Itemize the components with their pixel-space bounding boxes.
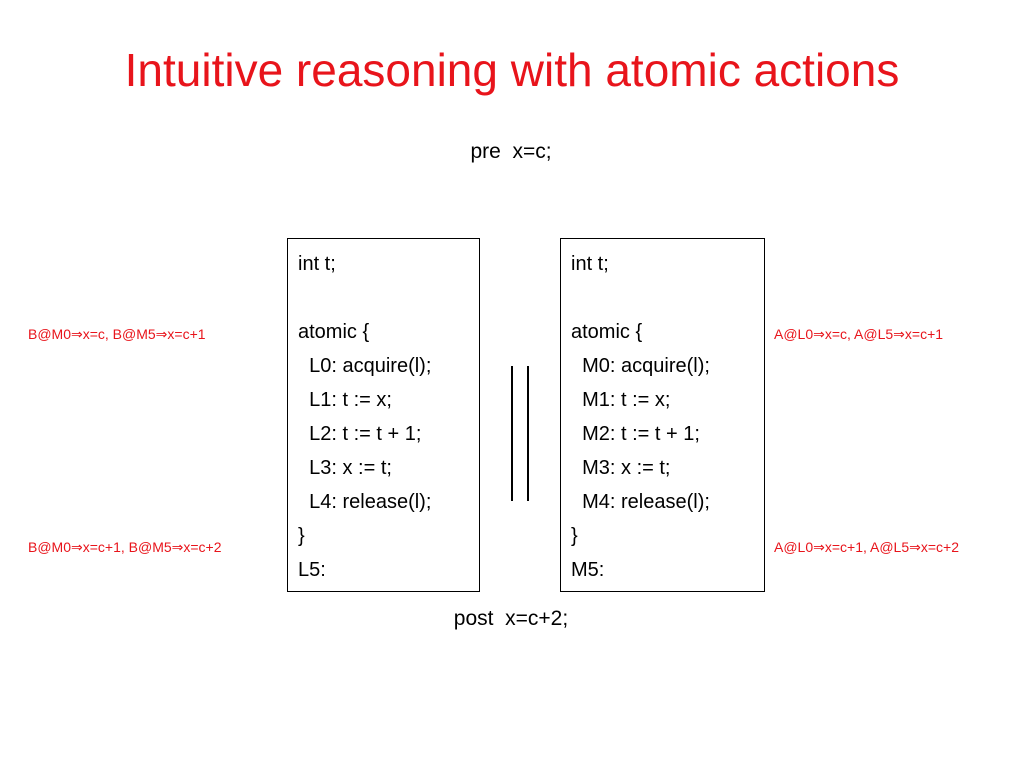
code-line: M0: acquire(l);	[571, 355, 710, 377]
code-line: M5:	[571, 559, 605, 581]
annotation-right-top: A@L0⇒x=c, A@L5⇒x=c+1	[774, 326, 944, 342]
code-line: L2: t := t + 1;	[298, 423, 422, 445]
code-line	[571, 281, 764, 315]
code-line: }	[571, 525, 578, 547]
code-line: L0: acquire(l);	[298, 355, 432, 377]
annotation-left-top: B@M0⇒x=c, B@M5⇒x=c+1	[28, 326, 206, 342]
code-line: L5:	[298, 559, 326, 581]
code-line: atomic {	[571, 321, 643, 343]
code-line: M4: release(l);	[571, 491, 710, 513]
code-line: int t;	[571, 253, 609, 275]
code-line: L1: t := x;	[298, 389, 392, 411]
code-line: L4: release(l);	[298, 491, 432, 513]
code-line: L3: x := t;	[298, 457, 392, 479]
annotation-right-bottom: A@L0⇒x=c+1, A@L5⇒x=c+2	[774, 539, 959, 555]
parallel-bar-right	[527, 366, 529, 501]
thread-a-code-box: int t; atomic { L0: acquire(l); L1: t :=…	[287, 238, 480, 592]
postcondition: post x=c+2;	[453, 607, 569, 630]
annotation-left-bottom: B@M0⇒x=c+1, B@M5⇒x=c+2	[28, 539, 222, 555]
code-line: M3: x := t;	[571, 457, 671, 479]
thread-b-code-box: int t; atomic { M0: acquire(l); M1: t :=…	[560, 238, 765, 592]
code-line: }	[298, 525, 305, 547]
code-line: int t;	[298, 253, 336, 275]
parallel-bar-left	[511, 366, 513, 501]
precondition: pre x=c;	[470, 140, 552, 163]
code-line: atomic {	[298, 321, 370, 343]
code-line	[298, 281, 479, 315]
code-line: M1: t := x;	[571, 389, 671, 411]
code-line: M2: t := t + 1;	[571, 423, 700, 445]
slide-title: Intuitive reasoning with atomic actions	[124, 44, 900, 96]
